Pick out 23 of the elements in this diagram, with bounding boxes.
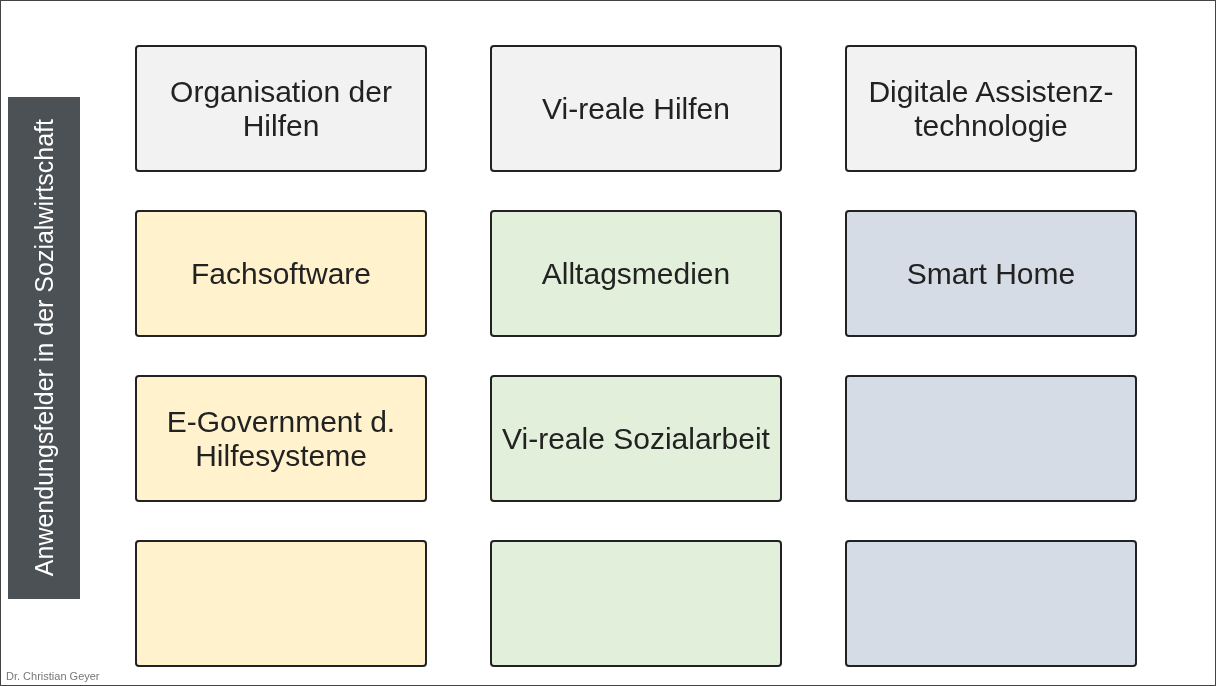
box-label: Digitale Assistenz-technologie — [867, 74, 1115, 143]
category-box — [135, 210, 427, 337]
box-label: Vi-reale Sozialarbeit — [502, 421, 770, 456]
box-label: Vi-reale Hilfen — [542, 91, 730, 126]
box-label: E-Government d. Hilfesysteme — [165, 404, 397, 473]
category-box — [845, 45, 1137, 172]
category-box — [135, 375, 427, 502]
category-box — [845, 210, 1137, 337]
category-box — [490, 210, 782, 337]
category-box — [490, 45, 782, 172]
side-band — [8, 97, 80, 599]
box-label: Smart Home — [906, 256, 1076, 291]
author-credit: Dr. Christian Geyer — [6, 670, 100, 682]
category-box — [845, 540, 1137, 667]
category-box — [135, 45, 427, 172]
box-label: Alltagsmedien — [541, 256, 731, 291]
band-title: Anwendungsfelder in der Sozialwirtschaft — [29, 119, 59, 577]
box-label: Fachsoftware — [190, 256, 372, 291]
box-label: Organisation der Hilfen — [169, 74, 393, 143]
category-box — [490, 375, 782, 502]
category-box — [135, 540, 427, 667]
category-box — [490, 540, 782, 667]
category-box — [845, 375, 1137, 502]
